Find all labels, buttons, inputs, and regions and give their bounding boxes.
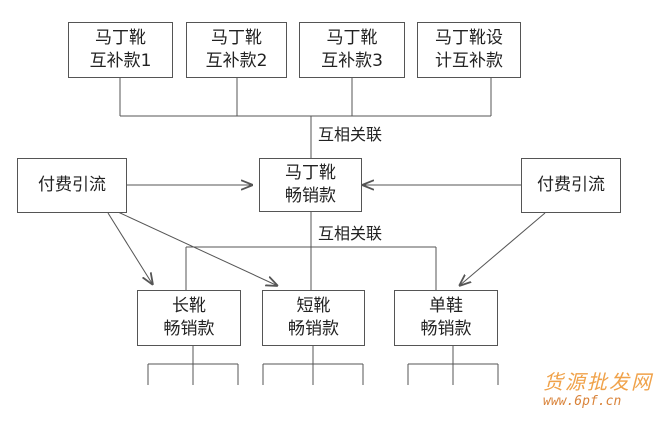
watermark-url: www.6pf.cn	[543, 394, 622, 409]
bestseller-box-short-boots: 短靴 畅销款	[262, 290, 365, 346]
box-line: 付费引流	[537, 175, 605, 195]
complementary-box-design: 马丁靴设 计互补款	[417, 22, 521, 78]
bottom-relation-label: 互相关联	[316, 220, 385, 244]
box-line: 互补款2	[205, 51, 268, 71]
top-relation-label: 互相关联	[316, 121, 385, 145]
right-traffic-box: 付费引流	[521, 158, 621, 213]
bestseller-box-single-shoes: 单鞋 畅销款	[394, 290, 498, 346]
box-line: 付费引流	[38, 175, 106, 195]
center-bestseller-box: 马丁靴 畅销款	[259, 158, 362, 212]
box-line: 互补款3	[321, 51, 383, 71]
arrow-right-traffic-to-s3	[459, 212, 546, 286]
complementary-box-1: 马丁靴 互补款1	[68, 22, 173, 78]
box-line: 单鞋	[429, 296, 463, 316]
watermark-text: 货源批发网	[543, 370, 653, 394]
box-line: 畅销款	[288, 319, 339, 339]
box-line: 互补款1	[89, 51, 152, 71]
box-line: 长靴	[172, 296, 206, 316]
left-traffic-box: 付费引流	[17, 158, 127, 213]
arrow-left-traffic-to-s1	[107, 212, 153, 285]
box-line: 畅销款	[420, 319, 472, 339]
complementary-box-3: 马丁靴 互补款3	[299, 22, 405, 78]
box-line: 马丁靴	[285, 163, 336, 183]
box-line: 马丁靴设	[435, 28, 503, 48]
box-line: 计互补款	[435, 51, 503, 71]
box-line: 畅销款	[163, 319, 215, 339]
box-line: 马丁靴	[95, 28, 146, 48]
box-line: 马丁靴	[211, 28, 262, 48]
arrow-left-traffic-to-s2	[117, 211, 278, 286]
complementary-box-2: 马丁靴 互补款2	[186, 22, 287, 78]
box-line: 短靴	[296, 296, 331, 316]
bestseller-box-long-boots: 长靴 畅销款	[137, 290, 241, 346]
box-line: 马丁靴	[326, 28, 378, 48]
box-line: 畅销款	[285, 186, 336, 206]
